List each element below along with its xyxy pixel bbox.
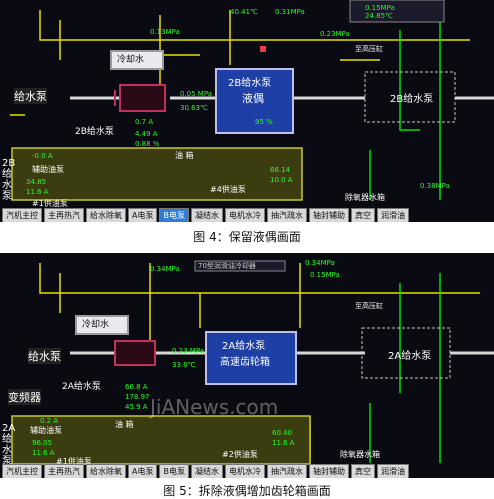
oil-value-left-2: 96.05 [32,439,53,447]
mid-value-4: 0.05 MPa [180,90,213,98]
scada-panel-fig4: 冷却水 2B给水泵 液偶 给水泵 2B给水泵 2B给水泵 0.13MPa 40.… [0,0,494,222]
mid-value-5: 45.9 A [125,403,148,411]
oil-value-left-1: 0.2 A [40,417,59,425]
nav-button-7[interactable]: 抽汽疏水 [266,208,307,222]
right-value-1: 0.38MPa [420,182,450,190]
top-value-6: 0.23MPa [320,30,350,38]
nav-button-6[interactable]: 电机水冷 [224,464,265,478]
nav-button-9[interactable]: 真空 [350,208,375,222]
pump-2b-small: 2B给水泵 [75,127,114,137]
oil-value-left-3: 11.6 A [32,449,55,457]
pump-2b-title: 2B给水泵 [228,78,272,89]
scada-panel-fig5: 70型润滑油冷却器 冷却水 2A给水泵 高速齿轮箱 给水泵 变频器 2A给水泵 … [0,253,494,478]
pump-2b-coupling-box[interactable] [215,68,294,134]
top-value-2: 0.34MPa [305,259,335,267]
top-value-3: 0.15MPa [310,271,340,279]
coupling-label: 液偶 [242,92,264,105]
pipe-diagram-top [10,0,494,201]
oil-tank-label: 油 箱 [115,420,134,429]
cold-water-label: 冷却水 [117,55,145,65]
pump-2a-gearbox-box[interactable] [205,331,297,385]
oil-tank-label: 油 箱 [175,151,194,160]
nav-button-8[interactable]: 轴封辅助 [308,208,349,222]
oil-pump-4-label: #4供油泵 [210,185,246,194]
mid-value-1: 0.7 A [135,118,154,126]
oil-value-right-2: 11.6 A [272,439,295,447]
aux-oil-pump-label: 辅助油泵 [30,426,62,435]
oil-value-right-1: 60.40 [272,429,293,437]
mid-value-2: 4.49 A [135,130,158,138]
nav-button-4[interactable]: B电泵 [159,464,189,478]
caption-fig4: 图 4：保留液偶画面 [193,230,301,244]
pipe-diagram-bottom [11,260,494,465]
oil-value-right-2: 10.0 A [270,176,293,184]
nav-button-6[interactable]: 电机水冷 [224,208,265,222]
nav-button-2[interactable]: 给水除氧 [86,464,126,478]
pump-right-label: 2B给水泵 [390,94,434,105]
inverter-label: 变频器 [8,389,41,405]
mid-value-5: 30.63℃ [180,104,208,112]
oil-value-left-3: 11.6 A [26,188,49,196]
nav-button-1[interactable]: 主再热汽 [44,464,84,478]
aux-oil-pump-label: 辅助油泵 [32,165,64,174]
nav-button-0[interactable]: 汽机主控 [2,464,42,478]
oil-value-left-1: -0.0 A [32,152,53,160]
cold-water-box [110,50,164,70]
mid-value-2: 33.6℃ [172,361,196,369]
top-value-2: 40.41℃ [230,8,258,16]
top-value-3: 0.31MPa [275,8,305,16]
oil-value-right-1: 66.14 [270,166,291,174]
nav-button-8[interactable]: 轴封辅助 [308,464,349,478]
pump-2a-small: 2A给水泵 [62,382,101,392]
cold-water-box [75,315,129,335]
nav-button-2[interactable]: 给水除氧 [86,208,126,222]
top-value-4: 0.15MPa [365,4,395,12]
top-value-1: 0.34MPa [150,265,180,273]
nav-button-5[interactable]: 凝结水 [190,464,223,478]
high-pressure-label: 至高压缸 [355,45,383,53]
oil-pump-2-label: #2供油泵 [222,450,258,459]
cold-water-label: 冷却水 [82,320,110,330]
high-pressure-label: 至高压缸 [355,302,383,310]
oil-pump-1-label: #1供油泵 [56,457,92,466]
nav-button-10[interactable]: 润滑油 [376,464,409,478]
deaerator-label: 除氧器水箱 [340,450,380,459]
feed-pump-label: 给水泵 [14,88,47,104]
mid-value-1: 0.23 MPa [172,347,205,355]
nav-button-1[interactable]: 主再热汽 [44,208,84,222]
nav-button-3[interactable]: A电泵 [128,464,158,478]
caption-fig5: 图 5：拆除液偶增加齿轮箱画面 [163,484,331,498]
nav-button-10[interactable]: 润滑油 [376,208,409,222]
nav-button-9[interactable]: 真空 [350,464,375,478]
nav-button-5[interactable]: 凝结水 [190,208,223,222]
top-value-5: 24.85℃ [365,12,393,20]
pump-right-label: 2A给水泵 [388,351,432,362]
top-value-1: 0.13MPa [150,28,180,36]
mid-value-3: 66.8 A [125,383,148,391]
nav-button-3[interactable]: A电泵 [128,208,158,222]
nav-button-7[interactable]: 抽汽疏水 [266,464,307,478]
gearbox-label: 高速齿轮箱 [220,357,270,368]
deaerator-label: 除氧器水箱 [345,193,385,202]
feed-pump-label: 给水泵 [28,348,61,364]
watermark: JiANews.com [150,395,279,419]
oil-pump-1-label: #1供油泵 [32,199,68,208]
cooler-banner: 70型润滑油冷却器 [198,262,256,270]
mid-value-3: 0.88 % [135,140,160,148]
pump-2a-title: 2A给水泵 [222,341,266,352]
oil-value-left-2: 34.85 [26,178,47,186]
status-indicator [260,46,266,52]
nav-button-4[interactable]: B电泵 [159,208,189,222]
nav-button-0[interactable]: 汽机主控 [2,208,42,222]
mid-value-6: 95 % [255,118,273,126]
mid-value-4: 178.97 [125,393,150,401]
